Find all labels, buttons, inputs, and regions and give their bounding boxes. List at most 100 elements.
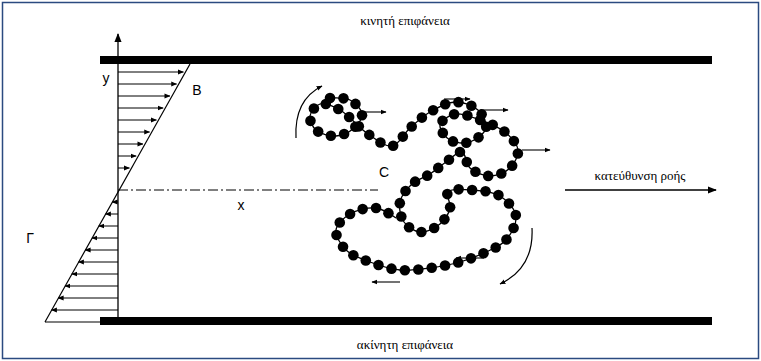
bead xyxy=(371,203,382,214)
bead xyxy=(331,230,342,241)
velocity-arrow xyxy=(52,310,119,311)
chain-backbone xyxy=(310,98,518,270)
bead xyxy=(345,209,356,220)
point-label: Γ xyxy=(26,231,34,245)
bead xyxy=(449,109,460,120)
bead xyxy=(453,97,464,108)
velocity-arrow xyxy=(106,214,119,215)
bead xyxy=(470,166,481,177)
bead xyxy=(473,132,484,143)
bead-arrow xyxy=(522,149,550,150)
axis-label: x xyxy=(238,198,245,212)
surface-label: κινητή επιφάνεια xyxy=(360,14,449,27)
bead xyxy=(487,120,498,131)
bead xyxy=(410,176,421,187)
bead xyxy=(400,186,411,197)
bead xyxy=(354,121,365,132)
y-axis xyxy=(117,34,118,317)
bead xyxy=(320,99,331,110)
bead xyxy=(326,130,337,141)
bead xyxy=(422,170,433,181)
bead xyxy=(438,128,449,139)
bead xyxy=(490,242,501,253)
bead xyxy=(406,121,417,132)
bead xyxy=(444,154,455,165)
velocity-arrow xyxy=(118,168,129,169)
velocity-arrow xyxy=(58,298,118,299)
bead xyxy=(388,140,399,151)
bead xyxy=(440,260,451,271)
velocity-arrow xyxy=(118,108,163,109)
bead xyxy=(483,171,494,182)
bead xyxy=(360,255,371,266)
bead-arrow xyxy=(456,257,484,258)
point-label: B xyxy=(192,83,201,97)
velocity-profile xyxy=(45,64,190,322)
bead xyxy=(437,116,448,127)
bead xyxy=(398,131,409,142)
velocity-arrow xyxy=(118,72,183,73)
bead xyxy=(338,93,349,104)
bead xyxy=(499,126,510,137)
bead xyxy=(467,185,478,196)
bead-arrow xyxy=(372,281,400,282)
flow-direction-label: κατεύθυνση ροής xyxy=(595,169,686,182)
bead xyxy=(439,214,450,225)
velocity-arrow xyxy=(112,202,118,203)
velocity-arrow xyxy=(118,120,156,121)
flow-arrow xyxy=(565,189,716,190)
bead xyxy=(440,99,451,110)
surface-label: ακίνητη επιφάνεια xyxy=(357,338,453,351)
bead xyxy=(504,198,515,209)
bead xyxy=(373,260,384,271)
fixed-plate xyxy=(100,317,712,325)
bead xyxy=(442,189,453,200)
bead xyxy=(350,99,361,110)
bead xyxy=(426,262,437,273)
velocity-arrow xyxy=(65,286,118,287)
bead xyxy=(480,186,491,197)
velocity-arrow xyxy=(85,250,118,251)
motion-arrows xyxy=(296,86,716,284)
bead xyxy=(416,227,427,238)
velocity-arrow xyxy=(72,274,118,275)
bead xyxy=(496,168,507,179)
bead xyxy=(305,116,316,127)
bead xyxy=(313,126,324,137)
bead xyxy=(429,223,440,234)
bead xyxy=(344,112,355,123)
bead xyxy=(357,204,368,215)
rotation-arrow xyxy=(500,228,532,284)
velocity-arrow xyxy=(118,132,150,133)
bead xyxy=(375,137,386,148)
velocity-arrow xyxy=(118,96,170,97)
bead xyxy=(395,198,406,209)
bead xyxy=(417,112,428,123)
bead xyxy=(400,265,411,276)
velocity-arrow xyxy=(118,156,136,157)
velocity-arrow xyxy=(79,262,119,263)
bead xyxy=(462,110,473,121)
moving-plate xyxy=(100,56,712,64)
bead xyxy=(433,163,444,174)
bead-arrow xyxy=(480,109,508,110)
bead-arrow xyxy=(360,111,386,112)
x-axis xyxy=(118,190,378,191)
polymer-chain xyxy=(305,93,523,276)
bead xyxy=(493,190,504,201)
velocity-arrow xyxy=(92,238,118,239)
bead xyxy=(513,148,524,159)
velocity-arrow xyxy=(99,226,118,227)
point-label: C xyxy=(377,165,391,179)
bead xyxy=(445,202,456,213)
bead xyxy=(428,105,439,116)
bead xyxy=(478,248,489,259)
bead xyxy=(404,222,415,233)
bead xyxy=(338,241,349,252)
velocity-arrows xyxy=(52,72,184,310)
bead xyxy=(339,129,350,140)
axis-label: y xyxy=(103,71,110,85)
bead xyxy=(501,234,512,245)
